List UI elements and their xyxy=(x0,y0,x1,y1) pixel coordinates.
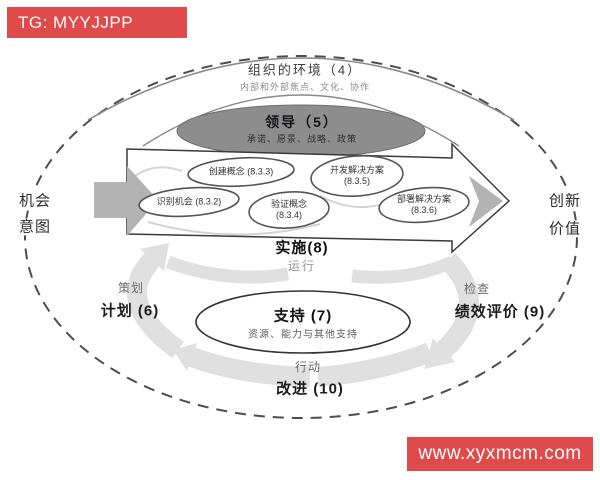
deploy-solutions-label: 部署解决方案 (8.3.6) xyxy=(397,194,451,216)
pdca-cycle-arrows xyxy=(127,253,479,387)
pdca-plan-big: 计划 (6) xyxy=(100,302,160,320)
cycle-arrow-top-right xyxy=(351,256,455,284)
side-label-opportunity: 机会 xyxy=(16,192,54,210)
band-swoosh-1 xyxy=(147,221,321,236)
arrowhead-left-icon xyxy=(173,343,197,371)
oval-line2: (8.3.4) xyxy=(275,210,303,220)
pdca-check-small: 检查 xyxy=(463,282,491,297)
validate-concepts-label: 验证概念 (8.3.4) xyxy=(271,199,307,221)
watermark-text: TG: MYYJJPP xyxy=(18,12,134,32)
entry-arrow-icon xyxy=(94,166,158,236)
cycle-arrow-bottom-right xyxy=(317,342,434,387)
environment-title: 组织的环境（4） xyxy=(247,62,363,78)
implementation-title: 实施(8) xyxy=(275,239,329,257)
oval-create-concepts xyxy=(187,156,295,188)
cycle-arrow-right xyxy=(436,253,479,358)
cycle-arrow-top-left xyxy=(165,255,290,284)
oval-validate-concepts xyxy=(248,191,330,229)
process-ovals xyxy=(138,154,470,229)
create-concepts-label: 创建概念 (8.3.3) xyxy=(209,167,274,178)
oval-line1: 识别机会 (8.3.2) xyxy=(156,196,222,207)
exit-arrow-icon xyxy=(469,176,503,227)
pdca-check-big: 绩效评价 (9) xyxy=(454,303,546,321)
pdca-plan-small: 策划 xyxy=(117,281,145,296)
leadership-subtitle: 承诺、愿景、战略、政策 xyxy=(246,133,358,144)
arrowhead-up-icon xyxy=(140,243,169,271)
cycle-arrow-left xyxy=(127,253,184,359)
pdca-act-big: 改进 (10) xyxy=(276,380,344,398)
pdca-act-small: 行动 xyxy=(294,360,322,375)
watermark-banner-top-left: TG: MYYJJPP xyxy=(7,7,187,38)
watermark-banner-bottom-right: www.xyxmcm.com xyxy=(407,437,593,471)
implementation-subtitle: 运行 xyxy=(287,259,317,274)
oval-develop-solutions xyxy=(310,154,404,198)
side-label-innovation: 创新 xyxy=(546,192,584,210)
oval-deploy-solutions xyxy=(378,186,470,224)
oval-line1: 部署解决方案 xyxy=(396,194,452,204)
watermark-url-text: www.xyxmcm.com xyxy=(418,443,582,464)
pdca-cycle-arrowheads xyxy=(140,243,455,371)
support-subtitle: 资源、能力与其他支持 xyxy=(248,329,358,341)
environment-subtitle: 内部和外部焦点、文化、协作 xyxy=(239,81,371,92)
identify-opportunities-label: 识别机会 (8.3.2) xyxy=(157,197,222,208)
oval-line2: (8.3.5) xyxy=(343,176,371,186)
environment-outer-arc xyxy=(87,57,515,121)
side-label-value: 价值 xyxy=(546,220,584,238)
cycle-arrow-bottom-left xyxy=(188,347,311,387)
support-ellipse xyxy=(195,290,411,354)
support-title: 支持 (7) xyxy=(273,307,333,325)
side-label-intent: 意图 xyxy=(16,218,54,236)
leadership-title: 领导（5） xyxy=(265,113,339,130)
arrowhead-down-icon xyxy=(424,338,455,369)
leadership-ellipse xyxy=(176,104,426,158)
oval-line1: 开发解决方案 xyxy=(329,165,385,175)
oval-line1: 创建概念 (8.3.3) xyxy=(208,166,274,177)
oval-line1: 验证概念 xyxy=(270,199,308,209)
oval-identify-opportunities xyxy=(138,186,240,218)
develop-solutions-label: 开发解决方案 (8.3.5) xyxy=(330,165,384,187)
oval-line2: (8.3.6) xyxy=(410,205,438,215)
